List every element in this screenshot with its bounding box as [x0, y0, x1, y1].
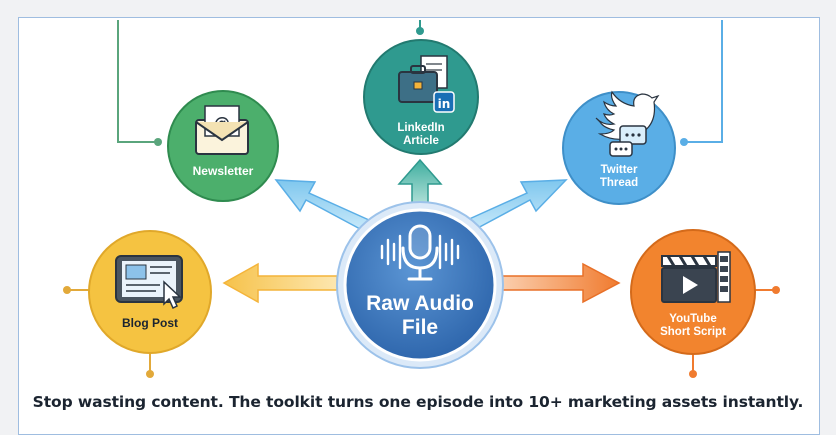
center-node: Raw Audio File [355, 290, 485, 342]
center-label-line2: File [401, 316, 439, 339]
briefcase-linkedin-icon: in [398, 55, 455, 113]
twitter-label-line1: Twitter [600, 163, 638, 176]
arrow-right-youtube [499, 262, 621, 304]
twitter-bird-icon [595, 90, 660, 157]
clapperboard-icon [661, 251, 731, 303]
blog-node: Blog Post [95, 312, 205, 336]
tablet-cursor-icon [115, 255, 183, 310]
arrow-upleft-newsletter [274, 179, 371, 231]
youtube-label-line2: Short Script [660, 326, 726, 338]
linkedin-node: LinkedIn Article [366, 118, 476, 152]
newsletter-label: Newsletter [192, 164, 254, 179]
blog-label: Blog Post [122, 316, 178, 331]
newsletter-node: Newsletter [168, 160, 278, 184]
twitter-node: Twitter Thread [564, 160, 674, 194]
microphone-icon [380, 224, 460, 281]
linkedin-label-line1: LinkedIn [397, 121, 445, 134]
envelope-icon: @ [195, 105, 249, 155]
arrow-left-blog [222, 262, 338, 304]
linkedin-label-line2: Article [403, 135, 439, 147]
center-label-line1: Raw Audio [366, 291, 474, 315]
caption-text: Stop wasting content. The toolkit turns … [32, 393, 804, 411]
youtube-label-line1: YouTube [669, 312, 717, 325]
arrow-upright-twitter [465, 179, 568, 231]
connector-lines [63, 20, 780, 378]
svg-text:in: in [438, 97, 451, 111]
twitter-label-line2: Thread [599, 177, 639, 189]
youtube-node: YouTube Short Script [633, 309, 753, 343]
